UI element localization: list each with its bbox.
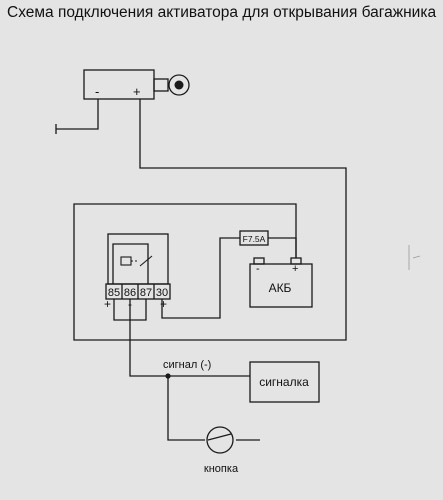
battery-plus-label: + xyxy=(292,263,298,275)
relay: 85 86 87 30 + - + xyxy=(104,233,171,311)
actuator-plunger xyxy=(153,78,169,92)
fuse-label: F7.5A xyxy=(243,234,266,244)
terminal-85-polarity: + xyxy=(104,297,111,311)
battery-minus-label: - xyxy=(256,263,260,275)
button-body xyxy=(206,426,234,454)
relay-30-fuse-wire xyxy=(161,237,240,319)
battery-plus-terminal xyxy=(290,257,302,265)
relay-86-alarm-wire xyxy=(129,299,250,377)
actuator-minus-label: - xyxy=(95,84,99,99)
terminal-label-86: 86 xyxy=(124,287,136,299)
button-label: кнопка xyxy=(204,463,239,475)
actuator-ground-wire xyxy=(56,99,99,130)
relay-body xyxy=(107,233,169,285)
terminal-30-polarity: + xyxy=(160,297,167,311)
relay-internal-wire xyxy=(112,243,149,284)
terminal-label-30: 30 xyxy=(156,287,168,299)
push-button: кнопка xyxy=(204,426,239,475)
button-wire xyxy=(167,376,205,441)
battery-body xyxy=(249,263,313,308)
actuator-eyelet xyxy=(168,74,190,96)
actuator-plus-label: + xyxy=(133,84,141,99)
relay-coil xyxy=(120,256,132,266)
battery: - + АКБ xyxy=(249,257,313,308)
terminal-label-87: 87 xyxy=(140,287,152,299)
stray-mark xyxy=(412,255,421,259)
battery-minus-terminal xyxy=(253,257,265,265)
terminal-label-85: 85 xyxy=(108,287,120,299)
diagram-title: Схема подключения активатора для открыва… xyxy=(7,4,437,21)
actuator-eyelet-hole xyxy=(174,80,184,90)
actuator: - + xyxy=(83,69,190,100)
button-contact xyxy=(207,433,232,441)
battery-label: АКБ xyxy=(269,281,292,295)
alarm-unit xyxy=(249,361,320,403)
relay-switch xyxy=(139,255,153,267)
signal-label: сигнал (-) xyxy=(163,359,211,371)
actuator-plus-wire xyxy=(73,99,347,341)
fuse-battery-wire xyxy=(268,237,297,258)
alarm-label: сигналка xyxy=(259,375,309,389)
